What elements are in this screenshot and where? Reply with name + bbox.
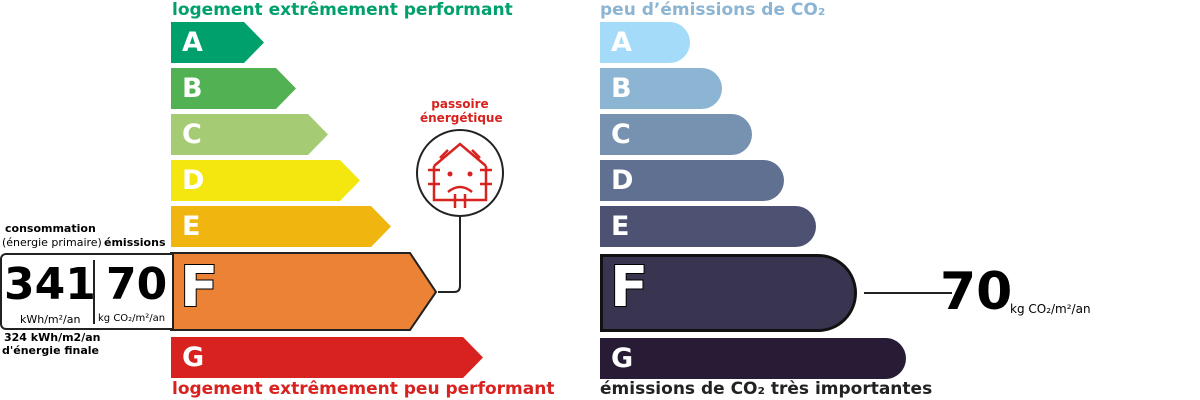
passoire-line1: passoire: [431, 97, 489, 111]
value-box: 341 kWh/m²/an 70 kg CO₂/m²/an: [0, 253, 174, 330]
energy-bottom-label: logement extrêmement peu performant: [172, 379, 555, 399]
passoire-label: passoire énergétique: [420, 97, 503, 125]
energy-current-class: F: [179, 254, 219, 321]
climate-class-e: E: [600, 206, 816, 247]
energy-class-b: B: [171, 68, 296, 109]
emissions-value: 70: [106, 259, 168, 310]
climate-top-label: peu d’émissions de CO₂: [600, 0, 826, 20]
final-energy-label: d'énergie finale: [2, 344, 99, 357]
value-divider: [93, 260, 95, 324]
emissions-unit: kg CO₂/m²/an: [98, 313, 166, 324]
consumption-value: 341: [4, 259, 96, 310]
emissions-label: émissions: [104, 236, 166, 249]
climate-bottom-label: émissions de CO₂ très importantes: [600, 379, 933, 399]
final-energy-value: 324 kWh/m2/an: [4, 331, 101, 344]
climate-current-class: F: [609, 254, 649, 321]
climate-class-b: B: [600, 68, 722, 109]
passoire-energetique-icon: [416, 129, 504, 293]
climate-class-d: D: [600, 160, 784, 201]
consumption-unit: kWh/m²/an: [20, 313, 81, 326]
climate-class-g: G: [600, 338, 906, 379]
consumption-sublabel: (énergie primaire): [2, 236, 102, 249]
climate-pointer-line: [864, 292, 952, 294]
passoire-line2: énergétique: [420, 111, 503, 125]
climate-class-f: [600, 254, 857, 332]
energy-class-d: D: [171, 160, 360, 201]
climate-value: 70: [940, 262, 1013, 322]
climate-unit: kg CO₂/m²/an: [1010, 302, 1091, 316]
energy-class-a: A: [171, 22, 264, 63]
energy-top-label: logement extrêmement performant: [172, 0, 513, 20]
climate-class-c: C: [600, 114, 752, 155]
energy-class-e: E: [171, 206, 391, 247]
energy-class-g: G: [171, 337, 483, 378]
consumption-label: consommation: [5, 222, 96, 235]
climate-class-a: A: [600, 22, 690, 63]
energy-class-c: C: [171, 114, 328, 155]
